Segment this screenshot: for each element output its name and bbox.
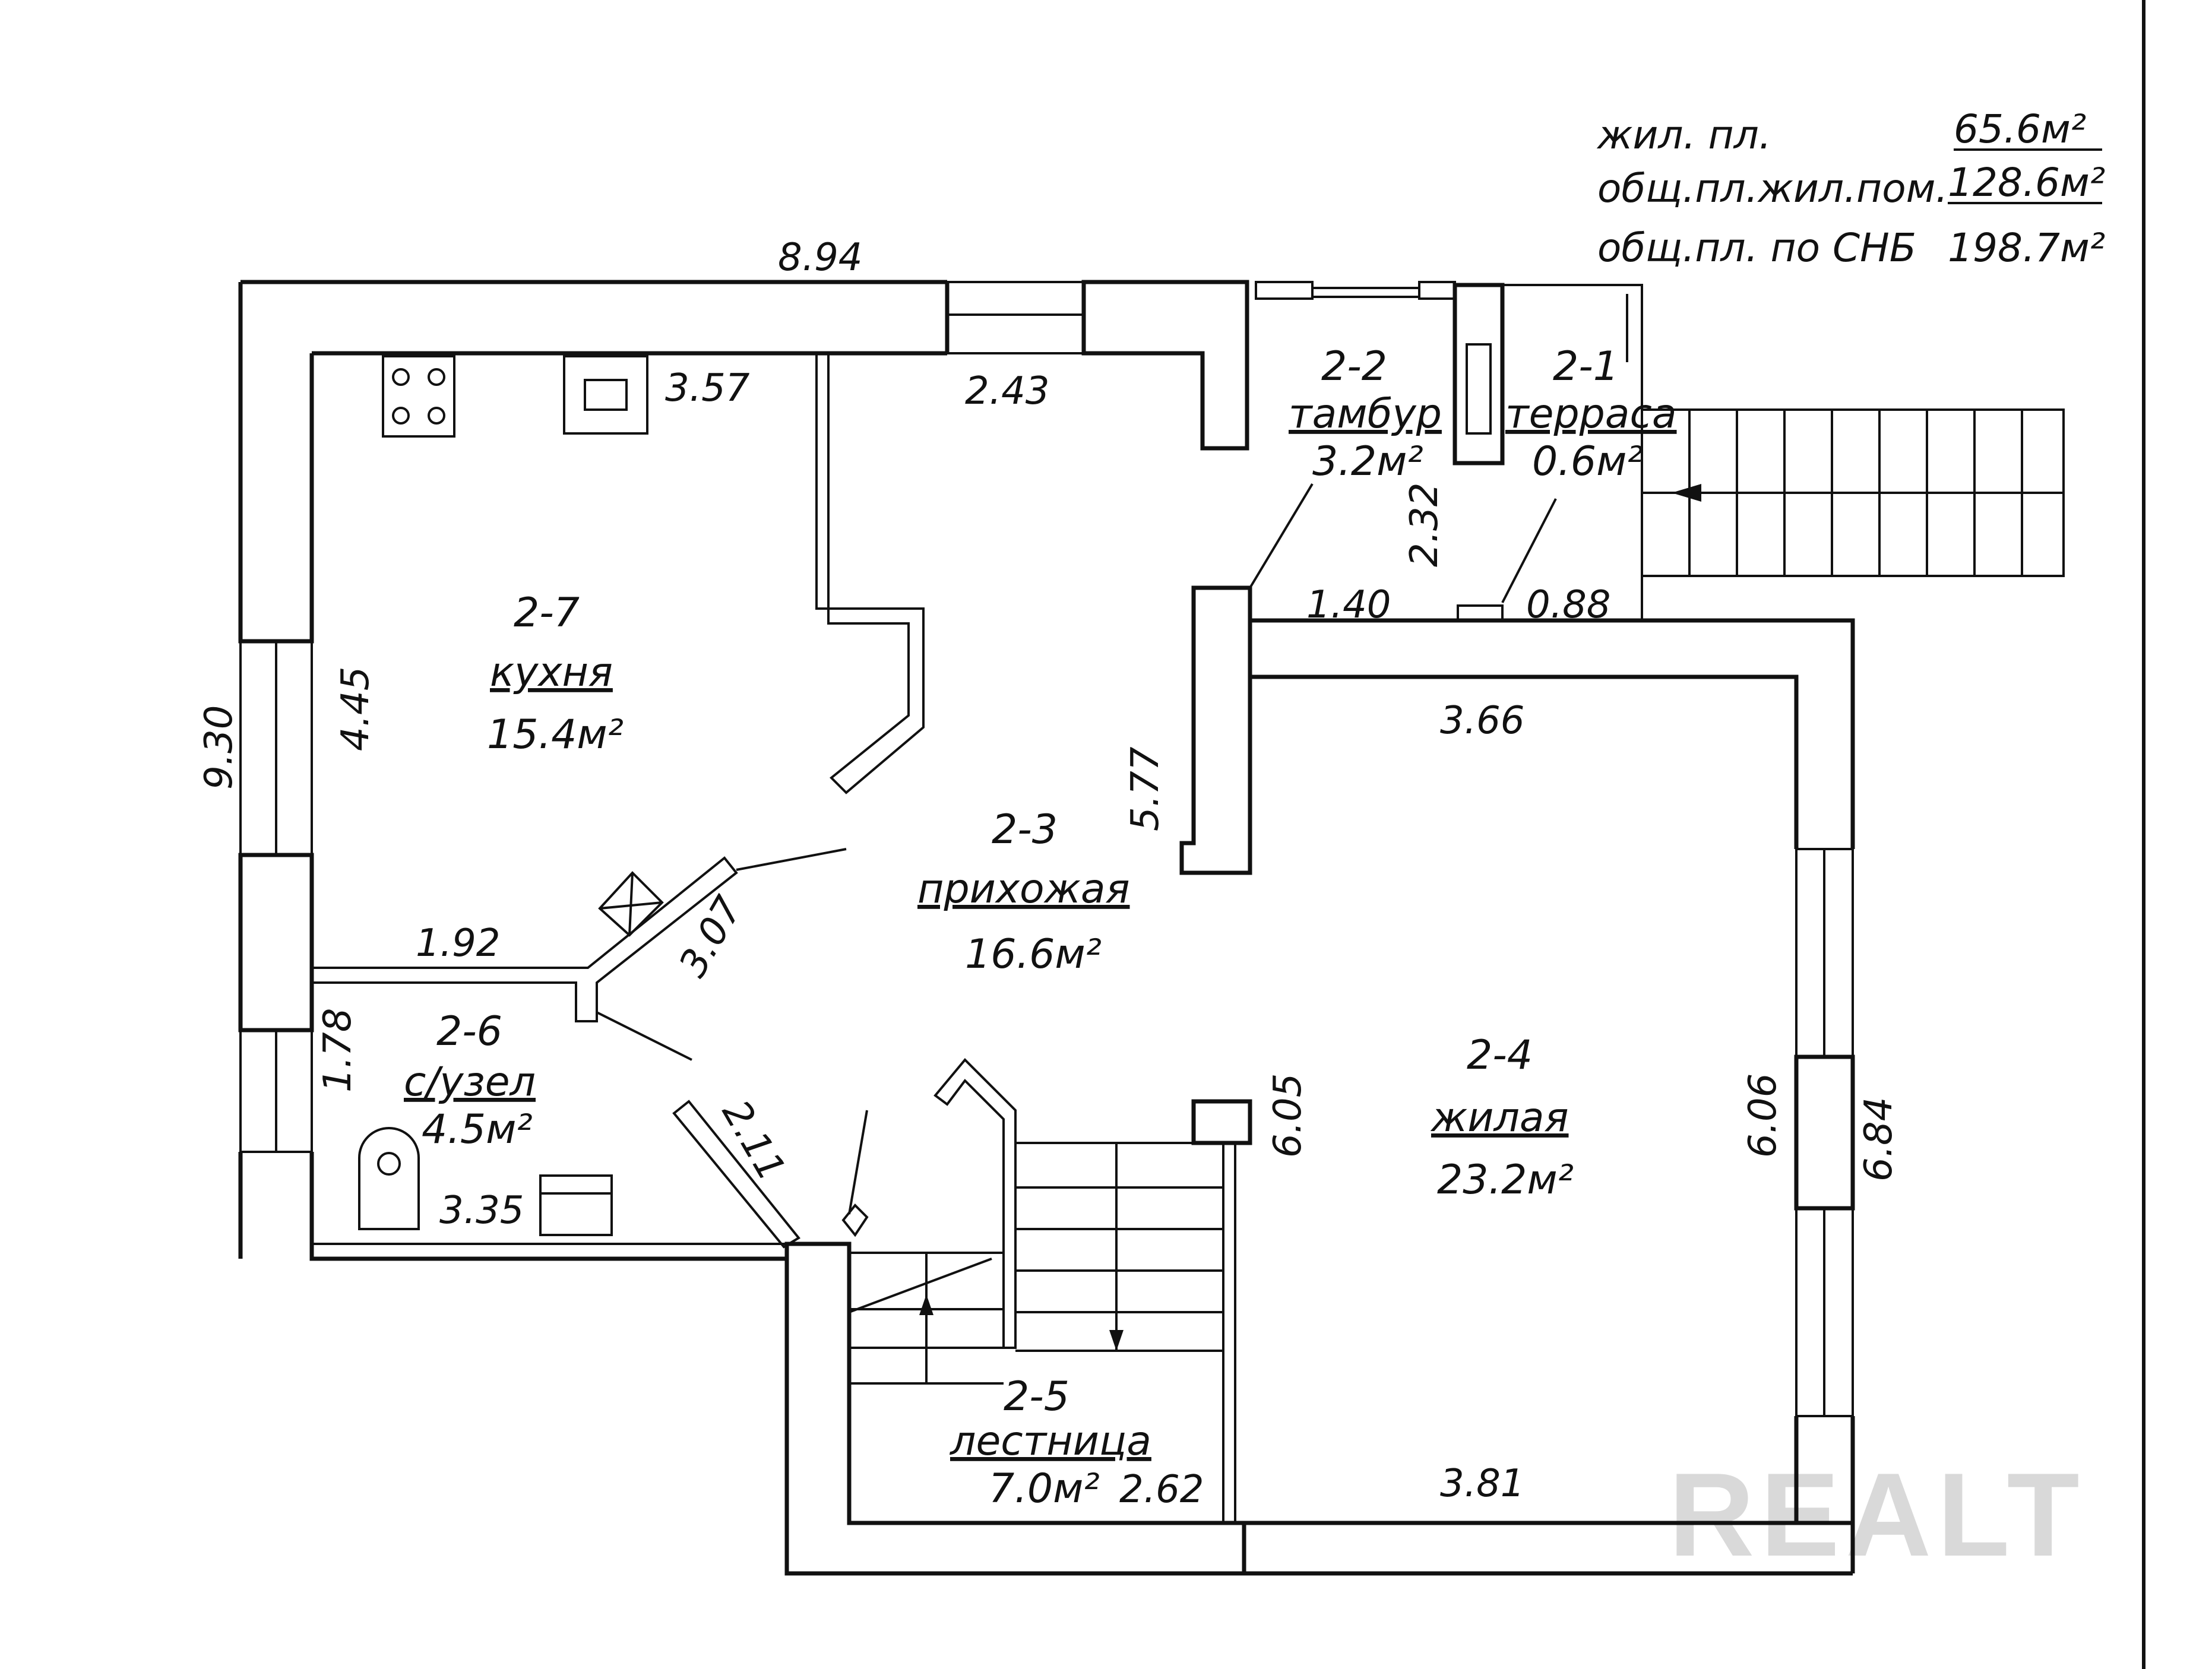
room-2-3-code: 2-3	[992, 806, 1058, 853]
total-snb-label: общ.пл. по СНБ	[1597, 225, 1916, 271]
room-2-2-code: 2-2	[1321, 343, 1387, 390]
dim-kitchen-height: 4.45	[334, 667, 378, 752]
room-2-5-name: лестница	[949, 1418, 1151, 1465]
room-2-7-code: 2-7	[514, 590, 580, 636]
dim-hall-diagonal: 3.07	[671, 889, 751, 984]
room-2-3-area: 16.6м²	[965, 931, 1102, 978]
living-area-label: жил. пл.	[1596, 112, 1771, 158]
living-area-value: 65.6м²	[1954, 106, 2086, 152]
dim-outer-right-height: 6.84	[1857, 1097, 1901, 1182]
watermark: REALT	[1669, 1449, 2086, 1581]
total-snb-value: 198.7м²	[1948, 225, 2105, 271]
terrace-arrow	[1672, 484, 1701, 502]
room-2-2-name: тамбур	[1289, 391, 1442, 438]
room-2-1-code: 2-1	[1553, 343, 1619, 390]
room-2-5-area: 7.0м²	[989, 1465, 1100, 1512]
dim-left-height: 9.30	[197, 705, 241, 790]
outer-walls	[238, 280, 1855, 1576]
area-summary: жил. пл. 65.6м² общ.пл.жил.пом. 128.6м² …	[1596, 106, 2105, 271]
dim-living-bottom: 3.81	[1440, 1462, 1525, 1506]
terrace-stairs	[1641, 408, 2065, 577]
stove-icon	[382, 355, 455, 438]
interior-partitions	[312, 353, 1643, 1523]
room-2-6-area: 4.5м²	[422, 1106, 533, 1153]
dim-living-top: 3.66	[1440, 699, 1525, 743]
vestibule-door-block	[1452, 283, 1505, 465]
room-2-5-code: 2-5	[1004, 1373, 1069, 1420]
bathtub-icon	[539, 1174, 613, 1236]
room-2-4-name: жилая	[1430, 1094, 1569, 1141]
room-2-4-area: 23.2м²	[1437, 1157, 1574, 1204]
sink-icon	[563, 355, 648, 435]
dim-bath-bottom: 3.35	[439, 1189, 524, 1233]
dim-hall-height: 5.77	[1124, 746, 1167, 831]
room-2-1-name: терраса	[1505, 391, 1677, 438]
room-2-1-area: 0.6м²	[1532, 438, 1643, 485]
dim-terrace-width: 0.88	[1526, 583, 1611, 627]
room-2-7-name: кухня	[490, 649, 613, 696]
toilet-icon	[358, 1127, 420, 1230]
chimney-icon	[598, 871, 664, 937]
room-2-6-code: 2-6	[436, 1008, 502, 1055]
window-top	[946, 281, 1085, 354]
dim-living-right-height: 6.06	[1741, 1073, 1785, 1158]
dim-bath-top: 1.92	[416, 921, 501, 965]
room-2-6-name: с/узел	[404, 1059, 536, 1106]
vestibule-window	[1255, 281, 1314, 300]
room-2-7-area: 15.4м²	[487, 711, 624, 758]
dim-living-left-height: 6.05	[1266, 1073, 1310, 1158]
fixtures	[358, 355, 2065, 1236]
stair-up-arrow	[919, 1294, 933, 1315]
dim-hall-top: 2.43	[965, 369, 1050, 413]
stair-down-arrow	[1109, 1330, 1124, 1351]
column-block	[1191, 1099, 1252, 1145]
terrace-door	[1457, 604, 1504, 622]
total-living-value: 128.6м²	[1948, 160, 2105, 205]
dim-stair-width: 2.62	[1119, 1468, 1204, 1512]
dim-bath-height: 1.78	[316, 1008, 360, 1093]
total-living-label: общ.пл.жил.пом.	[1597, 166, 1948, 211]
room-2-2-area: 3.2м²	[1312, 438, 1423, 485]
dim-vestibule-height: 2.32	[1403, 483, 1447, 568]
room-labels: 2-1 терраса 0.6м² 2-2 тамбур 3.2м² 2-3 п…	[404, 343, 1677, 1512]
dim-vestibule-width: 1.40	[1306, 583, 1391, 627]
dim-top-width: 8.94	[778, 236, 863, 280]
room-2-4-code: 2-4	[1467, 1032, 1533, 1079]
dim-kitchen-top: 3.57	[665, 366, 750, 410]
room-2-3-name: прихожая	[917, 866, 1130, 913]
